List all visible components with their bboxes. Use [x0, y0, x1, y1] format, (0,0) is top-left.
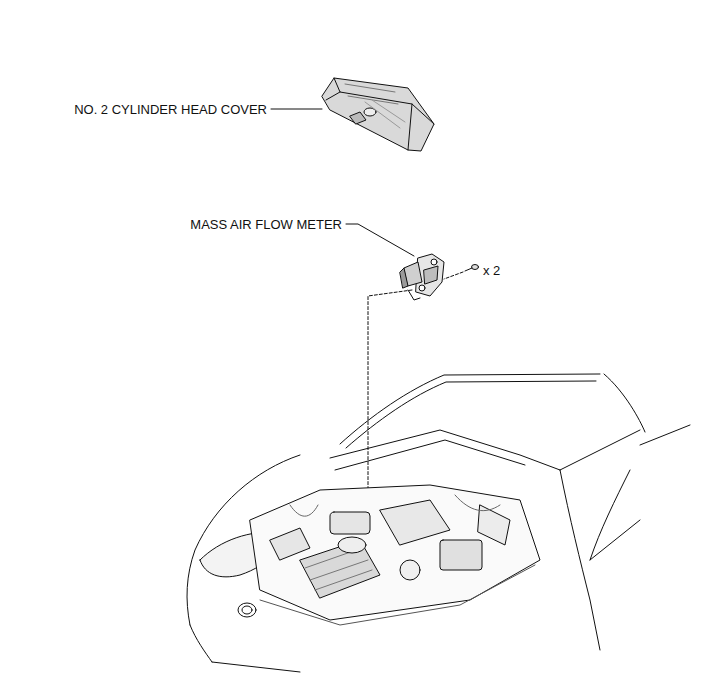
part-name: NO. 2 CYLINDER HEAD COVER — [73, 102, 268, 117]
head-cover-drawing — [322, 78, 434, 151]
leader-line — [346, 224, 414, 256]
part-name: MASS AIR FLOW METER — [189, 217, 343, 232]
vehicle-drawing — [187, 374, 690, 672]
quantity-label: x 2 — [482, 263, 501, 278]
mass-air-flow-meter-drawing — [400, 254, 444, 300]
leader-line — [271, 109, 322, 110]
bolt-drawing — [465, 265, 479, 272]
dashed-line — [444, 272, 463, 279]
